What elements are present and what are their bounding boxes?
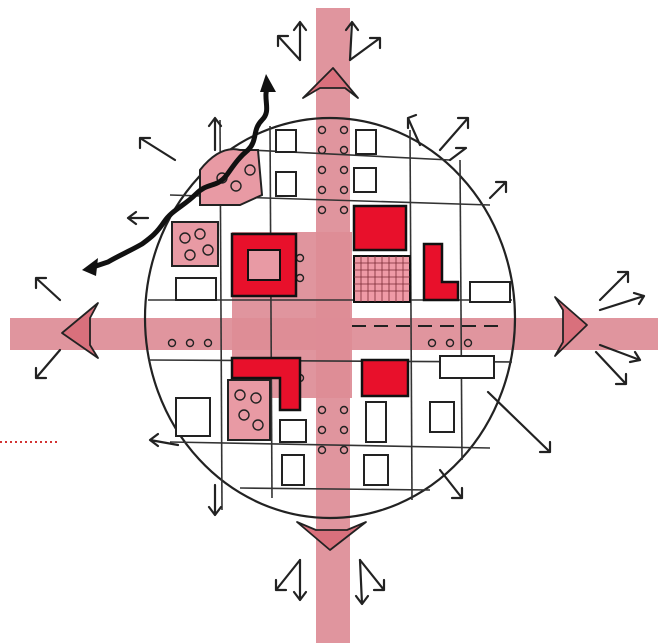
arrow-icon [276, 560, 300, 590]
arrow-icon [209, 485, 221, 515]
park-block [172, 222, 218, 266]
block [276, 172, 296, 196]
block [364, 455, 388, 485]
block [356, 130, 376, 154]
arrow-icon [150, 434, 178, 446]
arrow-icon [490, 182, 506, 198]
arrow-icon [128, 212, 148, 224]
arrow-icon [350, 38, 380, 60]
arrow-icon [140, 138, 175, 160]
arrow-icon [36, 350, 60, 378]
l-shaped-building-east [424, 244, 458, 300]
arrow-icon [36, 278, 60, 300]
arrow-icon [360, 560, 384, 590]
park-block [228, 380, 270, 440]
arrow-icon [600, 272, 628, 300]
arrow-icon [209, 118, 221, 150]
park-area [200, 149, 262, 205]
block [176, 398, 210, 436]
red-block [354, 206, 406, 250]
block [430, 402, 454, 432]
arrow-icon [278, 36, 300, 60]
arrow-icon [596, 352, 626, 384]
arrow-icon [450, 148, 466, 160]
block [440, 356, 494, 378]
arrow-icon [600, 293, 644, 310]
path-arrowhead-icon [260, 74, 276, 92]
courtyard [248, 250, 280, 280]
block [282, 455, 304, 485]
block [280, 420, 306, 442]
block [276, 130, 296, 152]
block [354, 168, 376, 192]
red-block-south [362, 360, 408, 396]
block [176, 278, 216, 300]
arrow-icon [488, 392, 550, 452]
block [470, 282, 510, 302]
arrow-icon [440, 118, 468, 150]
path-arrowhead-icon [82, 258, 98, 276]
arrow-icon [440, 470, 462, 498]
block [366, 402, 386, 442]
